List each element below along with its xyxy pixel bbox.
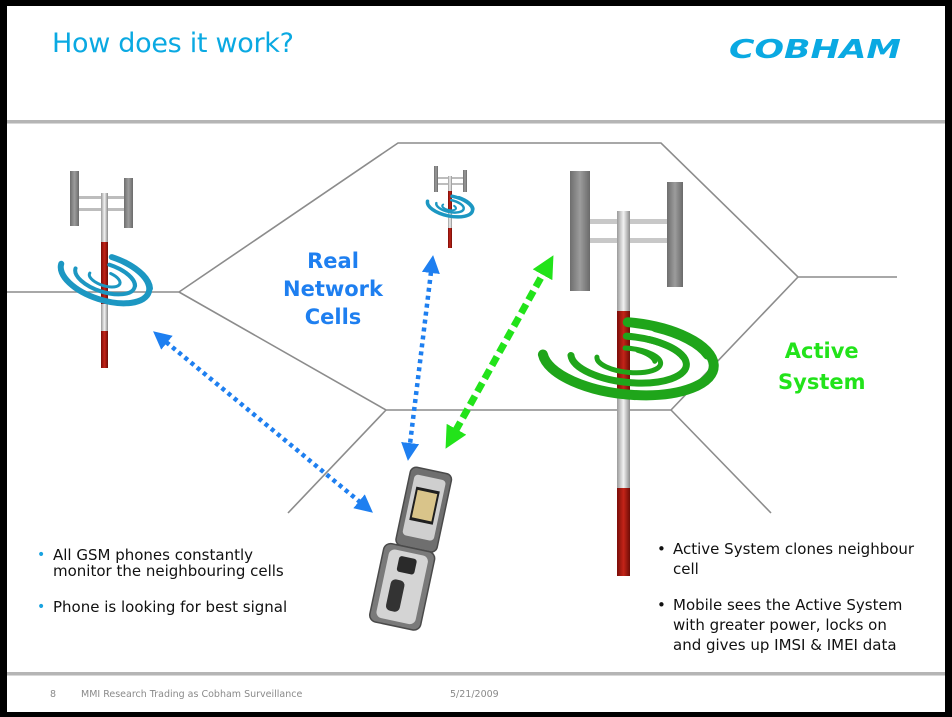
- page-number: 8: [50, 689, 57, 700]
- active-system-tower: [537, 171, 719, 576]
- right-bullet-list: • Active System clones neighbour cell • …: [657, 539, 914, 655]
- antenna-panel: [124, 178, 133, 228]
- bullet-item: • All GSM phones constantly monitor the …: [37, 547, 287, 579]
- phone-screen: [411, 489, 438, 522]
- label-line: Network: [283, 277, 384, 301]
- logo-text: COBHAM: [729, 36, 901, 62]
- label-line: Cells: [304, 305, 362, 329]
- bullet-icon: •: [37, 547, 46, 563]
- label-line: Real: [307, 249, 359, 273]
- bullet-line: with greater power, locks on: [673, 616, 887, 634]
- network-diagram: [7, 142, 897, 631]
- antenna-panel: [434, 166, 438, 192]
- slide-title: How does it work?: [52, 28, 294, 59]
- link-phone-top-tower: [401, 255, 440, 461]
- active-signal-rings: [537, 317, 719, 401]
- antenna-panel: [463, 170, 467, 192]
- left-bullet-list: • All GSM phones constantly monitor the …: [37, 547, 287, 615]
- cobham-logo: COBHAM: [729, 35, 904, 66]
- bullet-icon: •: [657, 596, 666, 614]
- real-signal-rings: [425, 194, 475, 219]
- header-divider: [7, 120, 945, 124]
- antenna-panel: [667, 182, 683, 287]
- top-real-tower: [425, 166, 475, 248]
- link-phone-active-system: [445, 255, 554, 449]
- bullet-line: monitor the neighbouring cells: [53, 562, 284, 580]
- bullet-icon: •: [657, 540, 666, 558]
- active-system-label: Active System: [778, 336, 865, 398]
- link-phone-left-tower: [153, 331, 373, 513]
- footer-date: 5/21/2009: [450, 689, 499, 700]
- real-network-cells-label: Real Network Cells: [283, 247, 383, 331]
- label-line: System: [778, 370, 866, 394]
- cell-edge-lower-left: [287, 409, 387, 514]
- real-signal-rings: [57, 254, 153, 307]
- cell-edge-lower-right: [670, 409, 772, 514]
- bullet-line: and gives up IMSI & IMEI data: [673, 636, 897, 654]
- bullet-line: cell: [673, 560, 699, 578]
- footer-divider: [7, 672, 945, 676]
- slide: How does it work? COBHAM: [7, 6, 945, 712]
- left-real-tower: [57, 171, 153, 368]
- bullet-line: Mobile sees the Active System: [673, 596, 903, 614]
- bullet-icon: •: [37, 599, 46, 615]
- antenna-panel: [570, 171, 590, 291]
- bullet-line: Phone is looking for best signal: [53, 598, 288, 616]
- footer-company: MMI Research Trading as Cobham Surveilla…: [81, 689, 303, 700]
- bullet-item: • Phone is looking for best signal: [37, 599, 287, 615]
- bullet-line: All GSM phones constantly: [53, 546, 253, 564]
- bullet-line: Active System clones neighbour: [673, 540, 915, 558]
- label-line: Active: [784, 339, 859, 363]
- bullet-item: • Active System clones neighbour cell: [657, 539, 914, 579]
- antenna-panel: [70, 171, 79, 226]
- flip-phone: [368, 466, 453, 631]
- bullet-item: • Mobile sees the Active System with gre…: [657, 595, 914, 655]
